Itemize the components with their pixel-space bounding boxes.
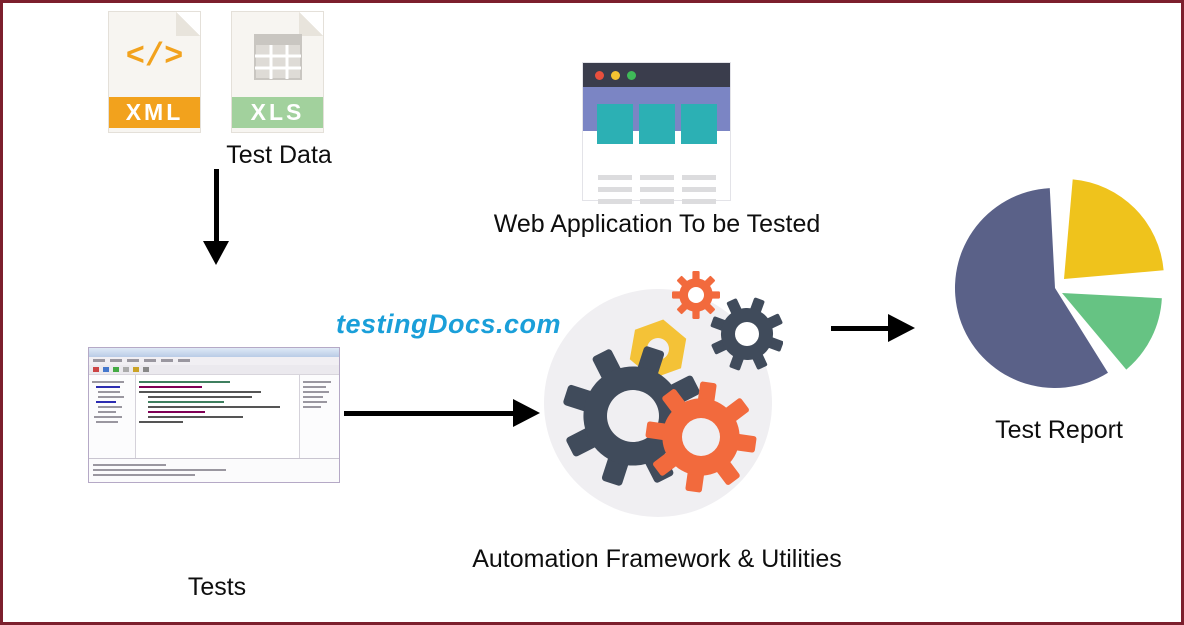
xml-file-icon: </> XML	[108, 11, 201, 133]
tests-label: Tests	[187, 573, 247, 601]
xls-file-icon: XLS	[231, 11, 324, 133]
gear-hole	[688, 287, 704, 303]
test-report-label: Test Report	[995, 416, 1123, 444]
xml-band: XML	[109, 97, 200, 128]
ide-project-tree	[89, 375, 136, 458]
browser-window-icon	[583, 63, 730, 204]
pie-slice-yellow	[1064, 179, 1164, 279]
gears-illustration	[543, 271, 783, 517]
ide-screenshot	[88, 347, 340, 483]
ide-toolbar	[89, 365, 339, 375]
browser-content-lines	[682, 175, 716, 211]
page-fold-corner	[176, 12, 200, 36]
xml-label: XML	[125, 99, 184, 125]
pie-slice-green	[1062, 293, 1162, 370]
flow-arrow-report-shaft	[831, 326, 889, 331]
code-icon: </>	[125, 38, 184, 75]
down-arrow-icon	[203, 241, 229, 265]
browser-header	[583, 63, 730, 87]
right-arrow-icon	[888, 314, 915, 342]
web-app-label: Web Application To be Tested	[493, 210, 821, 238]
browser-tile	[681, 104, 717, 144]
gear-hole	[607, 390, 659, 442]
page-fold-corner	[299, 12, 323, 36]
spreadsheet-icon	[254, 34, 302, 80]
browser-content-lines	[640, 175, 674, 211]
pie-slice-main	[954, 188, 1108, 389]
browser-tile	[597, 104, 633, 144]
watermark-text: testingDocs.com	[336, 309, 562, 339]
window-dot-yellow-icon	[611, 70, 620, 80]
window-dot-red-icon	[595, 70, 604, 80]
window-dot-green-icon	[627, 70, 636, 80]
down-arrow-shaft	[214, 169, 219, 243]
gear-hole	[682, 418, 720, 456]
ide-console	[89, 458, 339, 482]
browser-tile	[639, 104, 675, 144]
framework-label: Automation Framework & Utilities	[472, 545, 842, 573]
flow-arrow-tests-shaft	[344, 411, 514, 416]
gear-hole	[735, 322, 759, 346]
ide-outline-panel	[299, 375, 339, 458]
ide-title-bar	[89, 348, 339, 357]
browser-content-lines	[598, 175, 632, 211]
test-data-label: Test Data	[226, 141, 332, 169]
right-arrow-icon	[513, 399, 540, 427]
pie-chart-icon	[954, 179, 1164, 389]
ide-editor	[136, 375, 299, 458]
xls-band: XLS	[232, 97, 323, 128]
ide-menu-bar	[89, 357, 339, 365]
xls-label: XLS	[250, 99, 305, 125]
